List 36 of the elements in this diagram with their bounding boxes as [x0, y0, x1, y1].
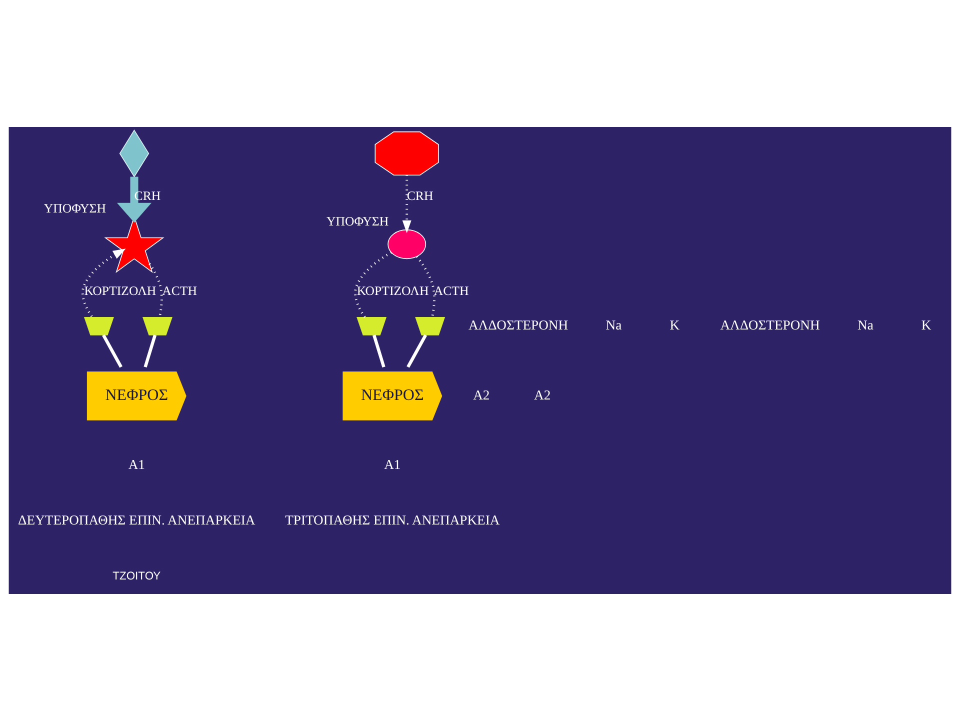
node-arch: [142, 316, 172, 335]
connector: [354, 250, 392, 318]
label: K: [921, 317, 932, 332]
node-arch: [415, 316, 446, 335]
arrow: [402, 174, 412, 233]
label: ΔΕΥΤΕΡΟΠΑΘΗΣ ΕΠΙΝ. ΑΝΕΠΑΡΚΕΙΑ: [18, 512, 256, 527]
label: ΑΛΔΟΣΤΕΡΟΝΗ: [468, 317, 568, 332]
edge-label: CRH: [406, 188, 434, 202]
connector: [416, 255, 436, 318]
label: ΤΖΟΙΤΟΥ: [112, 570, 161, 582]
node-octagon: [374, 130, 439, 175]
label: Na: [858, 317, 874, 332]
label: ΑΛΔΟΣΤΕΡΟΝΗ: [720, 317, 820, 332]
node-label: ΥΠΟΦΥΣΗ: [326, 214, 389, 228]
label: A1: [128, 456, 145, 472]
node-arch: [356, 316, 387, 335]
label: K: [670, 317, 680, 332]
node-ellipse: [388, 228, 426, 259]
connector: [148, 262, 163, 318]
node-arch: [84, 316, 114, 335]
node-label: ΥΠΟΦΥΣΗ: [44, 201, 106, 216]
connector: [102, 334, 122, 368]
label: Na: [606, 317, 622, 332]
arrow: [82, 248, 126, 318]
node-diamond: [119, 128, 150, 177]
connector: [144, 334, 157, 367]
label: A2: [534, 386, 551, 402]
label: A1: [384, 456, 401, 472]
edge-label: ΚΟΡΤΙΖΟΛΗ: [84, 283, 156, 298]
edge-label: ACTH: [434, 283, 469, 298]
edge-label: ACTH: [162, 283, 197, 298]
label: A2: [473, 386, 490, 402]
connector: [372, 334, 386, 367]
connector: [406, 334, 428, 368]
edge-label: ΚΟΡΤΙΖΟΛΗ: [356, 283, 429, 298]
label: ΤΡΙΤΟΠΑΘΗΣ ΕΠΙΝ. ΑΝΕΠΑΡΚΕΙΑ: [285, 512, 500, 527]
